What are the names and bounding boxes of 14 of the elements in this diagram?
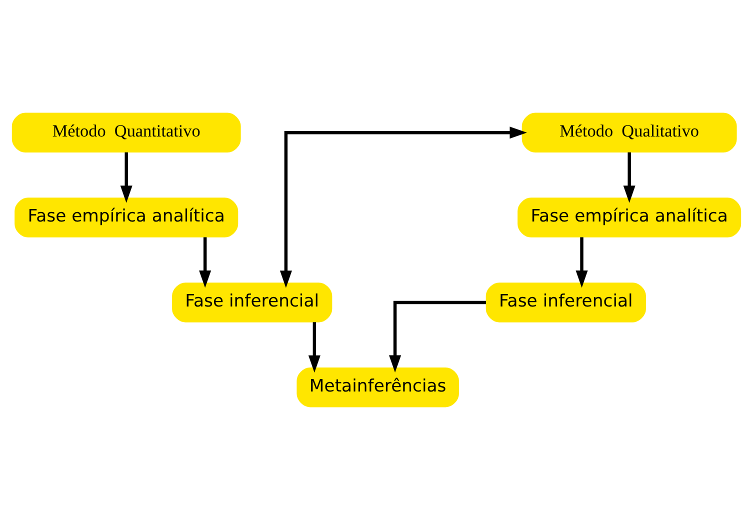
arrow [280,126,527,288]
node-box: Fase inferencial [486,282,646,322]
arrow [120,152,132,203]
arrow [308,322,320,373]
arrow [576,237,588,288]
arrow [199,237,212,288]
node-box: Método Quantitativo [12,112,241,153]
node-box: Fase empírica analítica [14,198,238,238]
node-box: Fase inferencial [172,282,332,322]
arrow [623,152,636,203]
arrow [389,300,486,373]
node-box: Método Qualitativo [522,112,737,153]
node-box: Fase empírica analítica [518,198,742,238]
node-box: Metainferências [296,367,459,408]
